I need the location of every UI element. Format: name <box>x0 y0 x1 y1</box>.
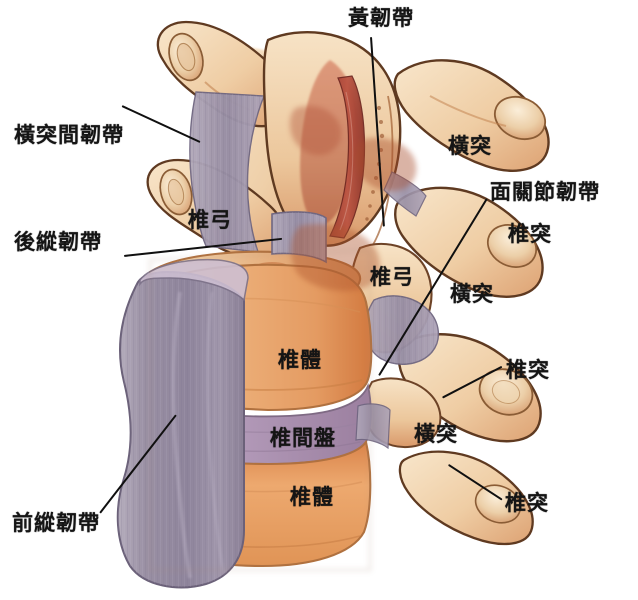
label-vertebral-process-3: 椎突 <box>505 491 549 515</box>
label-ligamentum-flavum: 黃韌帶 <box>348 6 414 30</box>
label-intervertebral-disc: 椎間盤 <box>270 426 336 450</box>
label-transverse-process-2: 橫突 <box>450 282 494 306</box>
label-vertebral-process-2: 椎突 <box>506 358 550 382</box>
label-vertebral-body-2: 椎體 <box>290 485 334 509</box>
label-vertebral-arch-1: 椎弓 <box>188 208 232 232</box>
label-transverse-process-3: 橫突 <box>414 422 458 446</box>
label-anterior-longitudinal-ligament: 前縱韌帶 <box>12 511 100 535</box>
label-posterior-longitudinal-ligament: 後縱韌帶 <box>14 230 102 254</box>
label-facet-joint-ligament: 面關節韌帶 <box>490 180 600 204</box>
label-vertebral-process-1: 椎突 <box>508 222 552 246</box>
label-transverse-process-1: 橫突 <box>448 134 492 158</box>
label-vertebral-arch-2: 椎弓 <box>370 265 414 289</box>
label-vertebral-body-1: 椎體 <box>278 348 322 372</box>
label-intertransverse-ligament: 橫突間韌帶 <box>14 123 124 147</box>
